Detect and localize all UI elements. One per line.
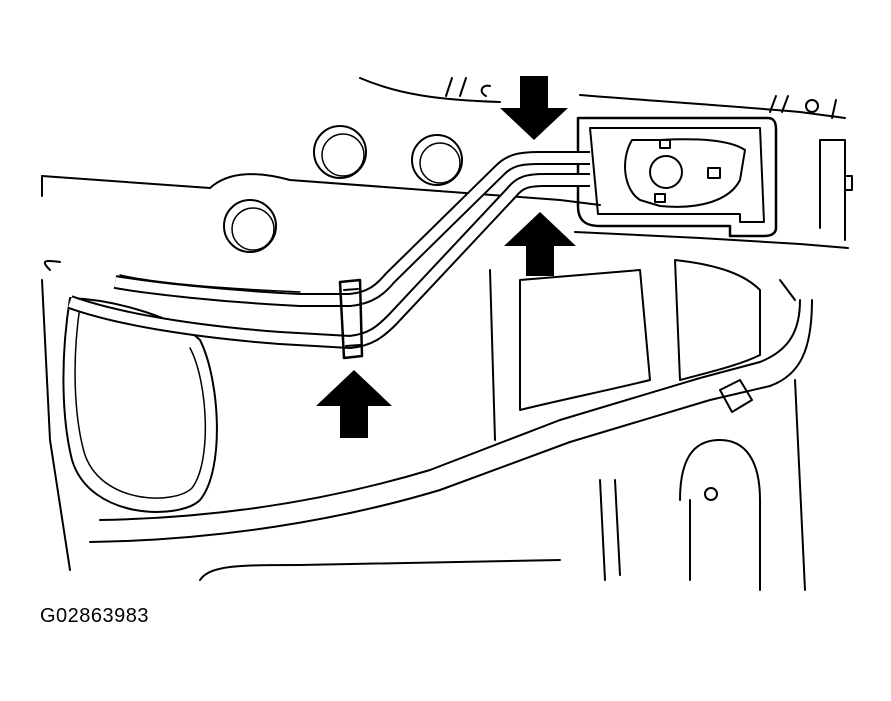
arrow-up-icon: [316, 370, 392, 438]
cable-clamp: [338, 278, 364, 360]
arrow-down-icon: [500, 76, 568, 140]
left-edge-contour: [41, 260, 71, 571]
door-lock-control-cable: [67, 151, 590, 349]
indicator-arrows: [316, 76, 576, 438]
rib-pockets: [199, 259, 806, 591]
reinforcement-rib: [89, 299, 813, 543]
arrow-up-icon: [504, 212, 576, 276]
inside-door-handle: [576, 116, 778, 238]
panel-holes: [223, 125, 718, 501]
panel-tick-marks: [445, 77, 837, 119]
door-inner-panel-outline: [41, 77, 853, 249]
figure-id-label: G02863983: [40, 605, 150, 627]
